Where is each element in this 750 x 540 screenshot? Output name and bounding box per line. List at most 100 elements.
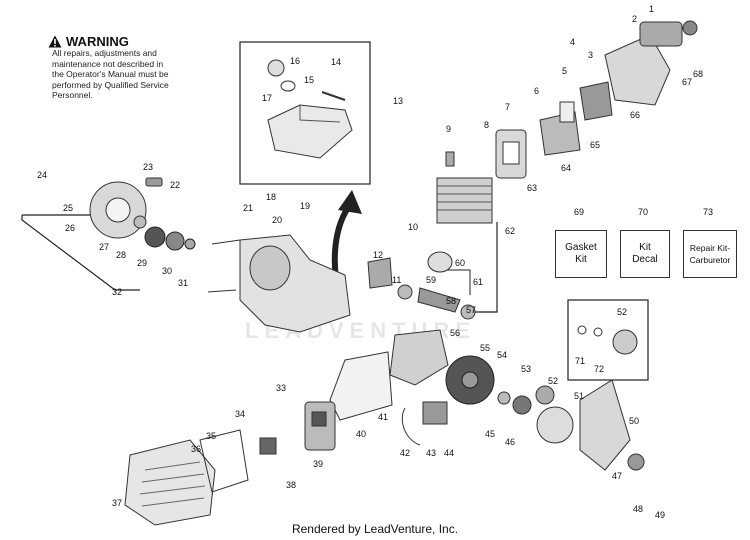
- callout-14: 14: [331, 57, 341, 67]
- callout-51: 51: [574, 391, 584, 401]
- callout-62: 62: [505, 226, 515, 236]
- bracket-62: [470, 222, 498, 313]
- callout-44: 44: [444, 448, 454, 458]
- warning-line: maintenance not described in: [52, 58, 164, 69]
- gasket-kit-label: Kit: [575, 254, 587, 265]
- crankshaft: [417, 287, 461, 313]
- callout-20: 20: [272, 215, 282, 225]
- callout-8: 8: [484, 120, 489, 130]
- warning-line: All repairs, adjustments and: [52, 48, 157, 58]
- callout-9: 9: [446, 124, 451, 134]
- callout-1: 1: [649, 4, 654, 14]
- warning-line: Personnel.: [52, 90, 93, 100]
- warning-title: WARNING: [66, 34, 129, 49]
- kit-number-69: 69: [574, 207, 585, 217]
- bearing: [397, 284, 413, 300]
- ignition-module: [422, 401, 448, 425]
- callout-49: 49: [655, 510, 665, 520]
- callout-27: 27: [99, 242, 109, 252]
- callout-28: 28: [116, 250, 126, 260]
- callout-13: 13: [393, 96, 403, 106]
- pulley: [144, 226, 166, 248]
- fuel-line: [321, 91, 346, 101]
- callout-2: 2: [632, 14, 637, 24]
- callout-11: 11: [392, 275, 401, 285]
- callout-38: 38: [286, 480, 296, 490]
- callout-47: 47: [612, 471, 622, 481]
- callout-29: 29: [137, 258, 147, 268]
- callout-7: 7: [505, 102, 510, 112]
- callout-31: 31: [178, 278, 188, 288]
- warning-text: All repairs, adjustments and maintenance…: [52, 48, 202, 101]
- carb-kit-box[interactable]: Repair Kit- Carburetor: [683, 230, 737, 278]
- fuel-tank-inset-box: [239, 41, 371, 185]
- callout-50: 50: [629, 416, 639, 426]
- callout-64: 64: [561, 163, 571, 173]
- gear-housing: [579, 379, 631, 471]
- callout-66: 66: [630, 110, 640, 120]
- callout-71: 71: [575, 356, 585, 366]
- carb-kit-label: Repair Kit-: [689, 243, 731, 253]
- callout-10: 10: [408, 222, 418, 232]
- kit-number-73: 73: [703, 207, 714, 217]
- callout-58: 58: [446, 296, 456, 306]
- callout-39: 39: [313, 459, 323, 469]
- callout-63: 63: [527, 183, 537, 193]
- callout-45: 45: [485, 429, 495, 439]
- decal-kit-box[interactable]: Kit Decal: [620, 230, 670, 278]
- decal-kit-label: Kit: [639, 242, 651, 253]
- callout-17: 17: [262, 93, 272, 103]
- cover-gasket: [199, 429, 249, 493]
- callout-18: 18: [266, 192, 276, 202]
- callout-33: 33: [276, 383, 286, 393]
- warning-line: the Operator's Manual must be: [52, 69, 169, 79]
- footer-credit: Rendered by LeadVenture, Inc.: [291, 522, 459, 536]
- callout-40: 40: [356, 429, 366, 439]
- engine-cover: [124, 439, 216, 526]
- callout-57: 57: [466, 305, 476, 315]
- callout-32: 32: [112, 287, 122, 297]
- callout-21: 21: [243, 203, 253, 213]
- callout-35: 35: [206, 431, 216, 441]
- callout-6: 6: [534, 86, 539, 96]
- piston: [427, 251, 453, 273]
- switch: [259, 437, 277, 455]
- fuel-tank: [267, 104, 353, 159]
- carburetor: [579, 81, 613, 121]
- fuel-filter: [280, 80, 296, 92]
- callout-54: 54: [497, 350, 507, 360]
- gasket-kit-box[interactable]: Gasket Kit: [555, 230, 607, 278]
- callout-46: 46: [505, 437, 515, 447]
- callout-24: 24: [37, 170, 47, 180]
- callout-26: 26: [65, 223, 75, 233]
- decal-kit-label: Decal: [632, 254, 658, 265]
- fuel-cap: [267, 59, 285, 77]
- callout-30: 30: [162, 266, 172, 276]
- gasket-kit-label: Gasket: [565, 242, 597, 253]
- callout-36: 36: [191, 444, 201, 454]
- cylinder: [436, 177, 493, 224]
- callout-72: 72: [594, 364, 604, 374]
- callout-68: 68: [693, 69, 703, 79]
- clutch: [512, 395, 532, 415]
- crankcase: [389, 329, 449, 386]
- callout-55: 55: [480, 343, 490, 353]
- starter-spring: [133, 215, 147, 229]
- callout-23: 23: [143, 162, 153, 172]
- callout-3: 3: [588, 50, 593, 60]
- callout-67: 67: [682, 77, 692, 87]
- callout-19: 19: [300, 201, 310, 211]
- callout-52: 52: [548, 376, 558, 386]
- kit-number-70: 70: [638, 207, 649, 217]
- callout-65: 65: [590, 140, 600, 150]
- callout-22: 22: [170, 180, 180, 190]
- callout-48: 48: [633, 504, 643, 514]
- callout-16: 16: [290, 56, 300, 66]
- starter-handle: [145, 177, 163, 187]
- callout-25: 25: [63, 203, 73, 213]
- drive-shaft-housing: [536, 406, 574, 444]
- callout-53: 53: [521, 364, 531, 374]
- carb-kit-label: Carburetor: [689, 255, 731, 265]
- warning-icon: [48, 35, 62, 48]
